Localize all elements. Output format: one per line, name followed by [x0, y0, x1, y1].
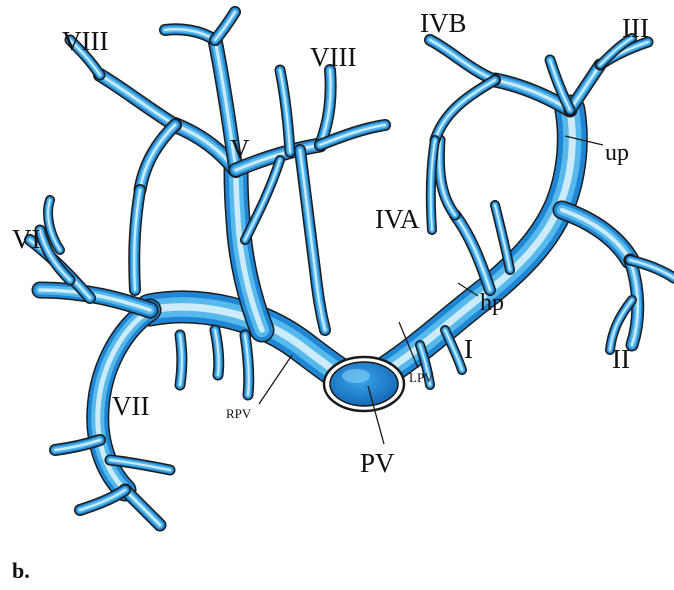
segment-vii-tip-a — [125, 490, 160, 525]
label-i: I — [464, 334, 473, 364]
segment-viii-left-a — [100, 75, 175, 125]
label-vi: VI — [12, 224, 41, 254]
label-pv: PV — [360, 448, 395, 478]
label-iii: III — [622, 13, 649, 43]
portal-vein-trunk — [324, 357, 404, 411]
label-rpv: RPV — [226, 406, 252, 421]
label-ii: II — [612, 344, 630, 374]
segment-iii-a — [570, 65, 600, 110]
label-hp: hp — [480, 290, 504, 316]
label-vii: VII — [112, 391, 149, 421]
label-lpv: LPV — [409, 370, 434, 385]
label-up: up — [605, 140, 629, 166]
portal-vein-vessels — [30, 12, 674, 525]
label-viii-left: VIII — [62, 26, 108, 56]
label-viii-right: VIII — [310, 42, 356, 72]
label-iva: IVA — [375, 204, 420, 234]
panel-letter: b. — [12, 558, 30, 583]
label-ivb: IVB — [420, 8, 467, 38]
label-v: V — [230, 134, 250, 164]
